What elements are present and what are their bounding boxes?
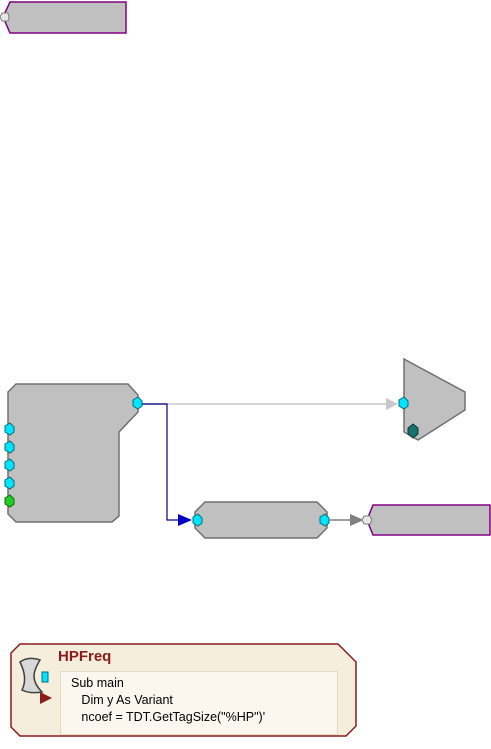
script-code-line: ncoef = TDT.GetTagSize("%HP")' (71, 710, 266, 724)
output-component[interactable] (403, 357, 466, 441)
parameter-tag-right-input-port[interactable] (361, 515, 373, 525)
output-component-input-port[interactable] (398, 396, 409, 410)
parameter-tag-right[interactable] (366, 504, 491, 536)
source-component[interactable] (7, 383, 139, 523)
parameter-tag-top-input-port[interactable] (0, 12, 10, 22)
script-code-line: Dim y As Variant (71, 693, 173, 707)
source-component-output-port[interactable] (132, 396, 143, 410)
script-icon (19, 657, 52, 704)
wire-source-to-output-arrowhead (386, 398, 398, 410)
script-code-area[interactable]: Sub main Dim y As Variant ncoef = TDT.Ge… (60, 671, 338, 735)
parameter-tag-top[interactable] (2, 1, 127, 34)
output-component-secondary-port[interactable] (407, 423, 419, 439)
wire-filter-to-tag-arrowhead (350, 514, 364, 526)
wire-source-to-filter[interactable] (142, 403, 181, 521)
source-component-input-port-3[interactable] (4, 458, 15, 472)
source-component-input-port-5[interactable] (4, 494, 15, 508)
source-component-input-port-2[interactable] (4, 440, 15, 454)
filter-component-input-port[interactable] (192, 513, 203, 527)
source-component-input-port-4[interactable] (4, 476, 15, 490)
wire-source-to-filter-arrowhead (178, 514, 192, 526)
source-component-input-port-1[interactable] (4, 422, 15, 436)
filter-component-output-port[interactable] (319, 513, 330, 527)
script-code-line: Sub main (71, 676, 124, 690)
script-title: HPFreq (58, 648, 112, 665)
filter-component[interactable] (194, 501, 328, 539)
